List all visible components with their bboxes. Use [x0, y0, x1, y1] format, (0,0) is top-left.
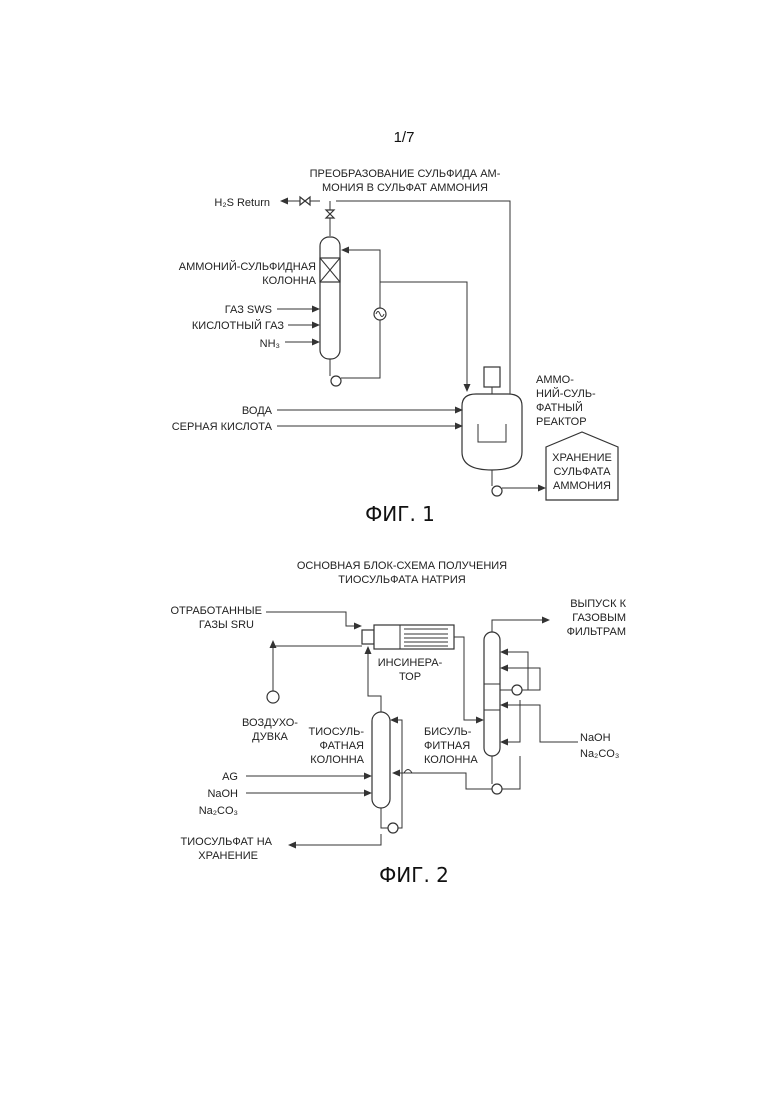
fig1-column-label-line2: КОЛОННА	[262, 275, 316, 287]
valve-icon	[300, 197, 310, 205]
arrowhead	[312, 306, 320, 313]
bisulfite-label-line3: КОЛОННА	[424, 754, 478, 766]
naoh-makeup-line	[506, 705, 578, 742]
fig1-column-label-line1: АММОНИЙ-СУЛЬФИДНАЯ	[179, 260, 316, 273]
sws-gas-label: ГАЗ SWS	[225, 304, 272, 316]
blower-label-line2: ДУВКА	[252, 731, 288, 743]
arrowhead	[354, 623, 362, 630]
burner-icon	[362, 630, 374, 644]
pump-icon	[492, 784, 502, 794]
pump-icon	[492, 486, 502, 496]
right-naoh-label: NaOH	[580, 732, 611, 744]
reactor-label-line2: НИЙ-СУЛЬ-	[536, 387, 596, 400]
fig1-title-line1: ПРЕОБРАЗОВАНИЕ СУЛЬФИДА АМ-	[310, 168, 501, 180]
reactor-label-line1: АММО-	[536, 374, 574, 386]
arrowhead	[364, 790, 372, 797]
vent-label-line3: ФИЛЬТРАМ	[567, 626, 626, 638]
storage-label-line1: ХРАНЕНИЕ	[552, 452, 612, 464]
pump-icon	[512, 685, 522, 695]
fig2-title-line2: ТИОСУЛЬФАТА НАТРИЯ	[338, 574, 466, 586]
lower-return-line	[506, 700, 520, 742]
naoh-label: NaOH	[207, 788, 238, 800]
fig1-title-line2: МОНИЯ В СУЛЬФАТ АММОНИЯ	[322, 182, 488, 194]
arrowhead	[500, 665, 508, 672]
reactor-label-line4: РЕАКТОР	[536, 416, 587, 428]
ammonium-sulfate-reactor	[462, 394, 522, 470]
valve-icon	[326, 210, 334, 218]
arrowhead	[538, 485, 546, 492]
incinerator-label-line2: ТОР	[399, 671, 421, 683]
air-blower-icon	[267, 691, 279, 703]
arrowhead	[500, 739, 508, 746]
arrowhead	[542, 617, 550, 624]
fig1-diagram: ПРЕОБРАЗОВАНИЕ СУЛЬФИДА АМ- МОНИЯ В СУЛЬ…	[172, 168, 618, 526]
tail-gas-line	[266, 612, 354, 626]
thio-column-label-line1: ТИОСУЛЬ-	[309, 726, 365, 738]
thio-column-label-line2: ФАТНАЯ	[319, 740, 364, 752]
reactor-label-line3: ФАТНЫЙ	[536, 401, 583, 414]
bisulfite-recycle-line	[502, 756, 520, 789]
bisulfite-column	[484, 632, 500, 756]
combustion-air-line	[273, 646, 362, 691]
arrowhead	[364, 773, 372, 780]
tail-gas-label-line2: ГАЗЫ SRU	[199, 619, 254, 631]
water-label: ВОДА	[242, 405, 273, 417]
tail-gas-label-line1: ОТРАБОТАННЫЕ	[170, 605, 262, 617]
fig2-title-line1: ОСНОВНАЯ БЛОК-СХЕМА ПОЛУЧЕНИЯ	[297, 560, 507, 572]
nh3-label: NH₃	[260, 338, 280, 350]
arrowhead	[312, 322, 320, 329]
arrowhead	[500, 702, 508, 709]
product-label-line2: ХРАНЕНИЕ	[198, 850, 258, 862]
arrowhead	[280, 198, 288, 205]
upper-pumparound-line	[500, 652, 528, 690]
arrowhead	[476, 717, 484, 724]
line-crossover	[404, 770, 412, 774]
storage-label-line2: СУЛЬФАТА	[554, 466, 612, 478]
bisulfite-transfer-line	[398, 773, 492, 789]
storage-label-line3: АММОНИЯ	[553, 480, 611, 492]
bisulfite-label-line2: ФИТНАЯ	[424, 740, 470, 752]
arrowhead	[365, 646, 372, 654]
vent-label-line1: ВЫПУСК К	[570, 598, 626, 610]
sulfuric-acid-label: СЕРНАЯ КИСЛОТА	[172, 421, 273, 433]
product-line	[296, 834, 381, 845]
agitator-motor-icon	[484, 367, 500, 387]
arrowhead	[392, 770, 400, 777]
arrowhead	[288, 842, 296, 849]
product-label-line1: ТИОСУЛЬФАТ НА	[181, 836, 273, 848]
ammonium-sulfide-column	[320, 237, 340, 359]
vent-label-line2: ГАЗОВЫМ	[572, 612, 626, 624]
ag-label: AG	[222, 771, 238, 783]
acid-gas-label: КИСЛОТНЫЙ ГАЗ	[192, 319, 284, 332]
thio-column-label-line3: КОЛОННА	[310, 754, 364, 766]
reactor-feed-line	[380, 282, 467, 386]
arrowhead	[390, 717, 398, 724]
flue-gas-line	[454, 637, 478, 720]
upper-return-line	[506, 668, 540, 690]
blower-label-line1: ВОЗДУХО-	[242, 717, 298, 729]
fig2-caption: ФИГ. 2	[379, 863, 449, 887]
right-na2co3-label: Na₂CO₃	[580, 748, 619, 760]
na2co3-label: Na₂CO₃	[199, 805, 238, 817]
arrowhead	[464, 384, 471, 392]
bisulfite-label-line1: БИСУЛЬ-	[424, 726, 472, 738]
pump-icon	[331, 376, 341, 386]
thiosulfate-column	[372, 712, 390, 808]
pump-icon	[388, 823, 398, 833]
arrowhead	[312, 339, 320, 346]
fig1-caption: ФИГ. 1	[365, 502, 435, 526]
incinerator-label-line1: ИНСИНЕРА-	[378, 657, 443, 669]
arrowhead	[270, 640, 277, 648]
page-number: 1/7	[394, 129, 415, 146]
h2s-return-label: H₂S Return	[214, 197, 270, 209]
fig2-diagram: ОСНОВНАЯ БЛОК-СХЕМА ПОЛУЧЕНИЯ ТИОСУЛЬФАТ…	[170, 560, 626, 887]
vent-line	[492, 620, 544, 632]
arrowhead	[500, 649, 508, 656]
arrowhead	[341, 247, 349, 254]
